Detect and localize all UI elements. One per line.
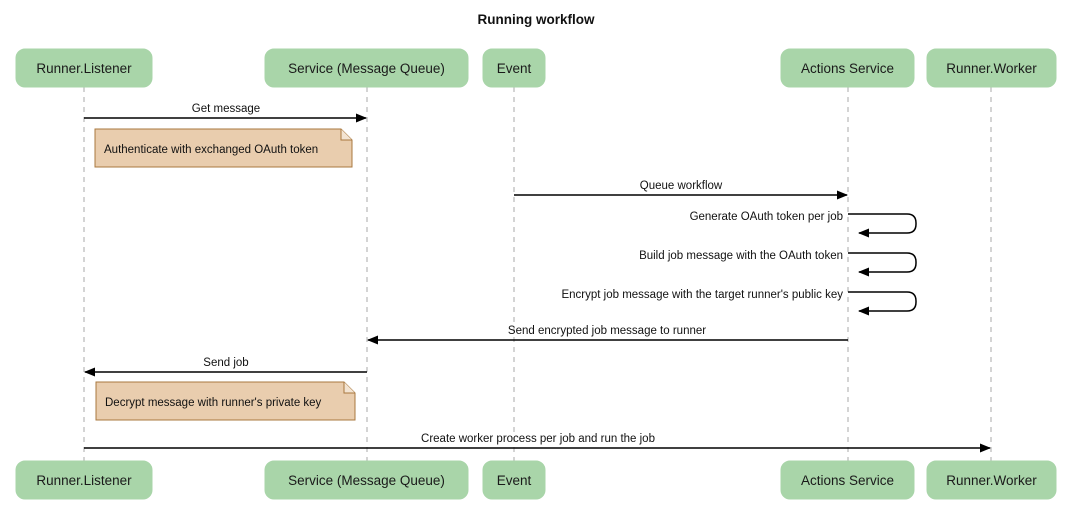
participant-runner-listener-header[interactable]: Runner.Listener bbox=[15, 48, 153, 88]
note-label: Authenticate with exchanged OAuth token bbox=[104, 144, 318, 156]
message-self-loop bbox=[848, 252, 917, 277]
message-self-loop bbox=[848, 291, 917, 316]
participant-label: Actions Service bbox=[801, 473, 894, 488]
participant-box bbox=[482, 460, 546, 500]
note-folded-corner-icon bbox=[340, 129, 352, 141]
participant-label: Service (Message Queue) bbox=[288, 473, 445, 488]
participant-box bbox=[15, 460, 153, 500]
participant-runner-worker-footer[interactable]: Runner.Worker bbox=[926, 460, 1057, 500]
participant-event-footer[interactable]: Event bbox=[482, 460, 546, 500]
message-label: Send job bbox=[203, 357, 248, 369]
message-create-worker-process-per-job-and-run-the-job[interactable]: Create worker process per job and run th… bbox=[84, 433, 991, 453]
participant-box bbox=[780, 460, 915, 500]
participant-service-message-queue-header[interactable]: Service (Message Queue) bbox=[264, 48, 469, 88]
note-label: Decrypt message with runner's private ke… bbox=[105, 397, 322, 409]
message-encrypt-job-message-with-the-target-runners-public-key[interactable]: Encrypt job message with the target runn… bbox=[561, 289, 917, 316]
participant-actions-service-footer[interactable]: Actions Service bbox=[780, 460, 915, 500]
participant-box bbox=[926, 460, 1057, 500]
participant-label: Event bbox=[497, 61, 532, 76]
note-decrypt-message-with-runners-private-key[interactable]: Decrypt message with runner's private ke… bbox=[95, 381, 356, 421]
note-body bbox=[95, 381, 356, 421]
participant-runner-worker-header[interactable]: Runner.Worker bbox=[926, 48, 1057, 88]
message-send-job[interactable]: Send job bbox=[84, 357, 367, 377]
participant-box bbox=[15, 48, 153, 88]
participant-label: Runner.Listener bbox=[36, 473, 132, 488]
participant-label: Runner.Worker bbox=[946, 61, 1037, 76]
participant-label: Runner.Worker bbox=[946, 473, 1037, 488]
message-queue-workflow[interactable]: Queue workflow bbox=[514, 180, 848, 200]
participant-box bbox=[482, 48, 546, 88]
note-authenticate-with-exchanged-oauth-token[interactable]: Authenticate with exchanged OAuth token bbox=[94, 128, 353, 168]
message-label: Get message bbox=[192, 103, 260, 115]
message-get-message[interactable]: Get message bbox=[84, 103, 367, 123]
lifelines-layer bbox=[83, 87, 992, 461]
message-label: Create worker process per job and run th… bbox=[421, 433, 655, 445]
message-self-loop bbox=[848, 213, 917, 238]
participant-label: Runner.Listener bbox=[36, 61, 132, 76]
page-title: Running workflow bbox=[478, 12, 595, 27]
participant-event-header[interactable]: Event bbox=[482, 48, 546, 88]
participant-actions-service-header[interactable]: Actions Service bbox=[780, 48, 915, 88]
message-send-encrypted-job-message-to-runner[interactable]: Send encrypted job message to runner bbox=[367, 325, 848, 345]
participant-box bbox=[926, 48, 1057, 88]
notes-layer: Authenticate with exchanged OAuth tokenD… bbox=[94, 128, 356, 421]
participant-label: Actions Service bbox=[801, 61, 894, 76]
participant-box bbox=[780, 48, 915, 88]
note-body bbox=[94, 128, 353, 168]
participant-label: Service (Message Queue) bbox=[288, 61, 445, 76]
participant-box bbox=[264, 460, 469, 500]
message-label: Send encrypted job message to runner bbox=[508, 325, 706, 337]
message-label: Build job message with the OAuth token bbox=[639, 250, 843, 262]
message-label: Encrypt job message with the target runn… bbox=[561, 289, 843, 301]
participant-box bbox=[264, 48, 469, 88]
message-generate-oauth-token-per-job[interactable]: Generate OAuth token per job bbox=[690, 211, 917, 238]
note-folded-corner-icon bbox=[343, 382, 355, 394]
message-build-job-message-with-the-oauth-token[interactable]: Build job message with the OAuth token bbox=[639, 250, 917, 277]
participant-service-message-queue-footer[interactable]: Service (Message Queue) bbox=[264, 460, 469, 500]
participant-runner-listener-footer[interactable]: Runner.Listener bbox=[15, 460, 153, 500]
message-label: Queue workflow bbox=[640, 180, 723, 192]
message-label: Generate OAuth token per job bbox=[690, 211, 843, 223]
participant-label: Event bbox=[497, 473, 532, 488]
